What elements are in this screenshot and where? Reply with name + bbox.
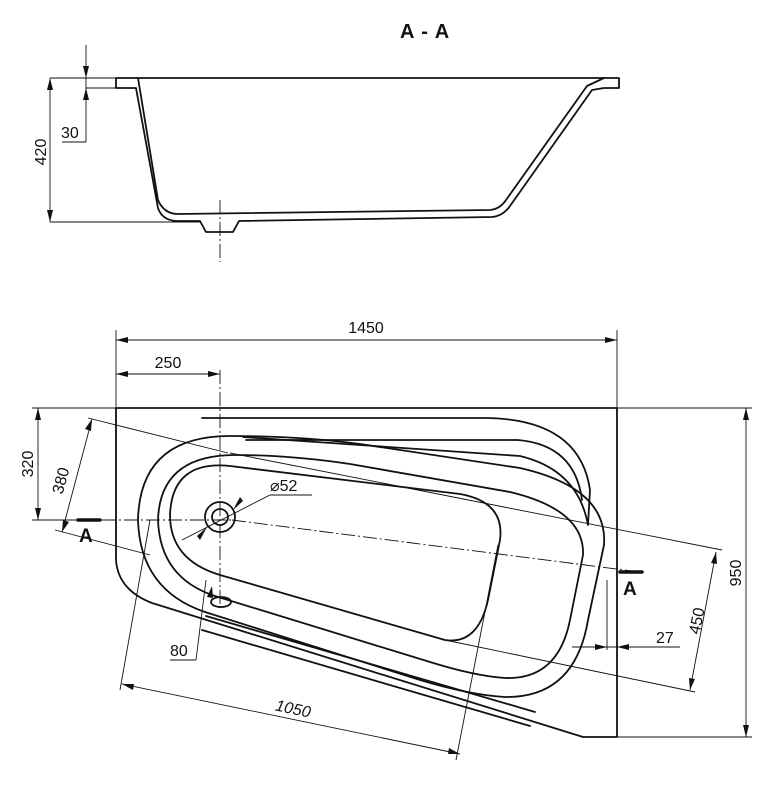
arrow (83, 88, 89, 100)
ext-line-380-top (87, 417, 229, 454)
dim-line-450 (689, 551, 717, 691)
arrow (595, 644, 607, 650)
plan-outer-contour (115, 407, 618, 738)
section-title: A - A (400, 21, 450, 43)
dim-text-1050: 1050 (274, 698, 312, 722)
front-ledge-line-2 (201, 629, 531, 727)
section-view: A - A 420 30 (33, 21, 620, 262)
dim-text-420: 420 (33, 139, 50, 166)
arrow (689, 678, 695, 690)
ext-line-450-top (229, 452, 723, 551)
arrow (47, 78, 53, 90)
overflow-hole (210, 596, 232, 608)
dim-text-1450: 1450 (348, 320, 384, 337)
backrest-groove (201, 417, 591, 526)
section-label-right: A (623, 579, 637, 600)
arrow (122, 684, 134, 690)
arrow (47, 210, 53, 222)
arrow (85, 419, 92, 431)
arrow (743, 725, 749, 737)
dim-text-30: 30 (61, 125, 79, 142)
arrow (207, 586, 213, 598)
dim-text-250: 250 (155, 355, 182, 372)
arrow (116, 371, 128, 377)
dim-line-380 (61, 418, 93, 533)
dim-line-1050 (121, 683, 461, 755)
section-profile-inner (137, 77, 605, 215)
backrest-groove-inner (245, 439, 583, 501)
dim-text-380: 380 (50, 466, 73, 496)
arrow (35, 408, 41, 420)
arrow (35, 508, 41, 520)
section-label-left: A (79, 526, 93, 547)
front-ledge-line (205, 615, 536, 713)
dim-text-450: 450 (687, 606, 709, 636)
dim-text-27: 27 (656, 630, 674, 647)
arrow (617, 644, 629, 650)
arrow (448, 748, 460, 754)
arrow (83, 66, 89, 78)
dim-text-950: 950 (728, 560, 745, 587)
section-profile-outer (115, 77, 620, 233)
ext-line-450-bottom (444, 639, 696, 693)
dim-leader-52 (181, 494, 271, 541)
section-line-a-cont (231, 519, 641, 573)
plan-view: A A 1450 250 320 380 ⌀52 (20, 320, 752, 761)
dim-text-80: 80 (170, 643, 188, 660)
rim-oval-outer (137, 435, 605, 698)
dim-text-52: ⌀52 (270, 478, 298, 495)
ext-line-1050-right (455, 544, 499, 761)
ext-line-1050-left (119, 519, 151, 691)
arrow (743, 408, 749, 420)
arrow (208, 371, 220, 377)
arrow (605, 337, 617, 343)
dim-text-320: 320 (20, 451, 37, 478)
arrow (116, 337, 128, 343)
rim-oval-inner (157, 454, 584, 679)
ext-line-380-bottom (54, 529, 151, 556)
arrow (233, 497, 243, 510)
arrow (62, 520, 69, 532)
dim-leader-80 (195, 579, 207, 661)
arrow (711, 552, 717, 564)
arrow (197, 527, 207, 540)
